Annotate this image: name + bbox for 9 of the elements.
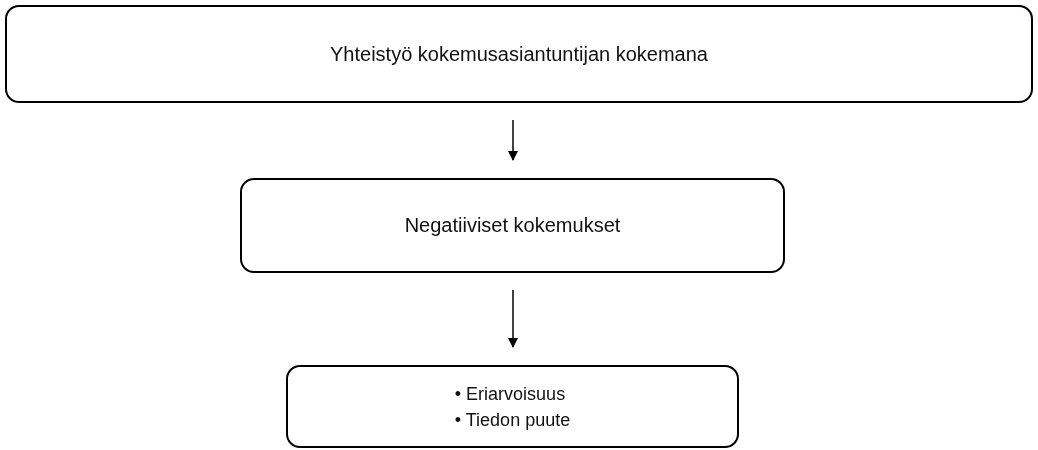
bullet-item: • Eriarvoisuus (454, 382, 566, 406)
arrow (507, 289, 519, 349)
bullet-item: • Tiedon puute (454, 408, 571, 432)
box-text: Negatiiviset kokemukset (404, 214, 621, 237)
arrow (507, 119, 519, 162)
box-text: Yhteistyö kokemusasiantuntijan kokemana (330, 42, 708, 66)
process-box (5, 5, 1033, 103)
process-box (240, 178, 785, 273)
process-box (286, 365, 739, 448)
